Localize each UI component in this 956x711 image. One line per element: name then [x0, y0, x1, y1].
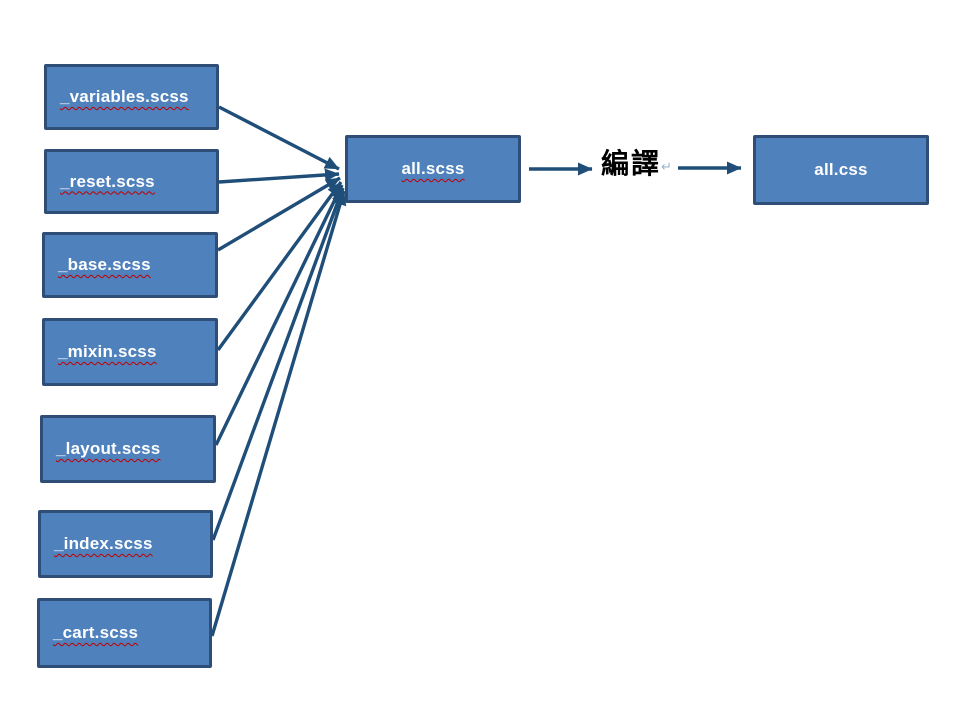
node-mixin-scss[interactable]: _mixin.scss — [42, 318, 218, 386]
node-mixin-label: _mixin.scss — [58, 342, 157, 361]
node-index-scss[interactable]: _index.scss — [38, 510, 213, 578]
node-reset-scss[interactable]: _reset.scss — [44, 149, 219, 214]
arrow-variables-to-allscss — [218, 105, 340, 171]
node-index-label: _index.scss — [54, 534, 153, 553]
arrow-cart-to-allscss — [210, 190, 347, 637]
node-variables-label: _variables.scss — [60, 87, 189, 106]
arrow-layout-to-allscss — [214, 184, 344, 446]
node-layout-label: _layout.scss — [56, 439, 161, 458]
node-base-scss[interactable]: _base.scss — [42, 232, 218, 298]
arrow-base-to-allscss — [217, 176, 341, 252]
arrow-reset-to-allscss — [218, 168, 340, 184]
node-layout-scss[interactable]: _layout.scss — [40, 415, 216, 483]
node-cart-label: _cart.scss — [53, 623, 139, 642]
node-variables-scss[interactable]: _variables.scss — [44, 64, 219, 130]
arrow-index-to-allscss — [211, 187, 345, 541]
node-all-css[interactable]: all.css — [753, 135, 929, 205]
node-all-scss-label: all.scss — [401, 159, 465, 178]
node-reset-label: _reset.scss — [60, 171, 155, 191]
node-base-label: _base.scss — [58, 255, 151, 274]
node-all-css-label: all.css — [814, 160, 868, 179]
arrow-mixin-to-allscss — [216, 180, 343, 352]
node-cart-scss[interactable]: _cart.scss — [37, 598, 212, 668]
paragraph-return-mark: ↵ — [661, 160, 672, 175]
node-all-scss[interactable]: all.scss — [345, 135, 521, 203]
compile-step-text: 編譯 — [601, 147, 662, 180]
compile-step-label: 編譯↵ — [601, 150, 672, 178]
